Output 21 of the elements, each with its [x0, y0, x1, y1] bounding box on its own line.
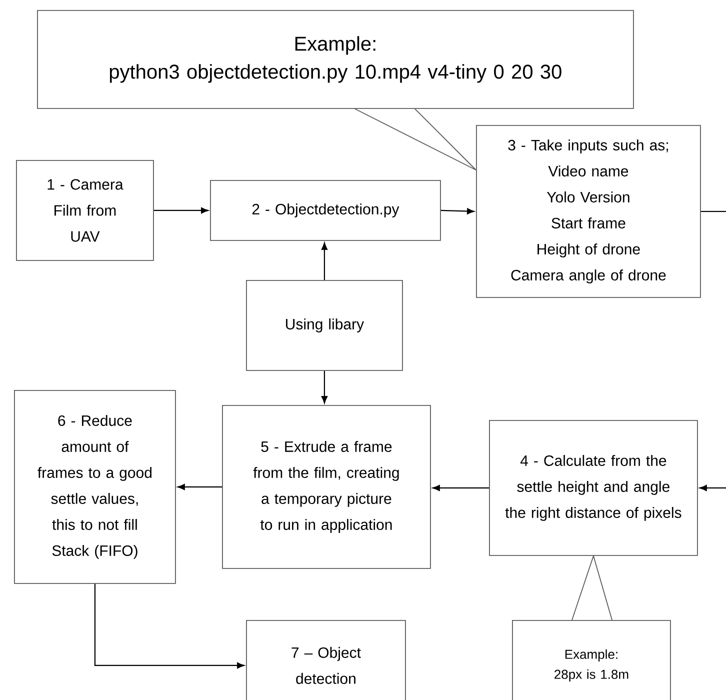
process-box: 3 - Take inputs such as; Video name Yolo Version Start frame Height of drone Camera angle of drone — [476, 125, 701, 298]
arrow — [154, 207, 208, 214]
process-box: 2 - Objectdetection.py — [210, 180, 441, 241]
callout-pointer — [354, 108, 476, 170]
arrow — [440, 208, 474, 214]
arrow — [178, 484, 222, 490]
process-box: 5 - Extrude a frame from the film, creating a temporary picture to run in application — [222, 405, 431, 569]
arrow — [432, 484, 489, 492]
callout-box: Example: 28px is 1.8m — [512, 620, 671, 700]
callout-pointer — [572, 555, 612, 620]
process-box: Using libary — [246, 280, 403, 371]
arrow — [700, 484, 726, 492]
process-box: 1 - Camera Film from UAV — [16, 160, 154, 261]
process-box: 4 - Calculate from the settle height and angle the right distance of pixels — [489, 420, 698, 556]
callout-box: Example: python3 objectdetection.py 10.mp4 v4-tiny 0 20 30 — [37, 10, 634, 109]
arrow — [321, 242, 328, 280]
process-box: 6 - Reduce amount of frames to a good settle values, this to not fill Stack (FIFO) — [14, 390, 176, 584]
arrow — [94, 584, 244, 669]
process-box: 7 – Object detection — [246, 620, 406, 700]
arrow — [321, 370, 328, 404]
connector-line — [700, 210, 726, 212]
